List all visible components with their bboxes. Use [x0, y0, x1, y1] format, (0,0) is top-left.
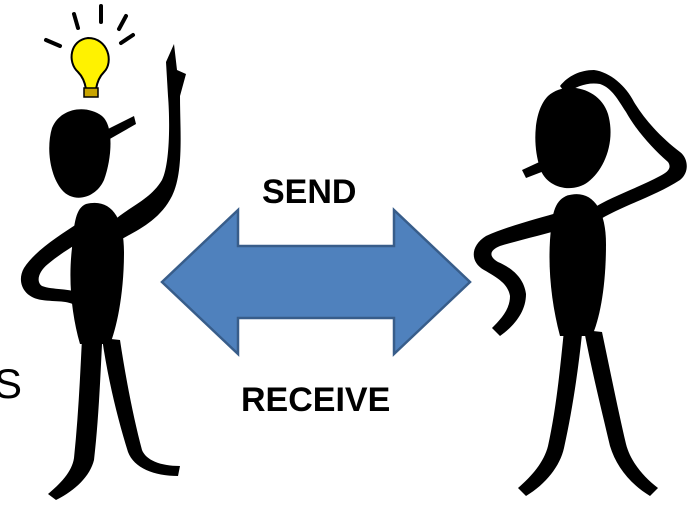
left-raised-arm: [112, 44, 186, 240]
right-leg-1: [518, 330, 582, 496]
left-cap-brim: [106, 116, 136, 140]
left-figure-icon: [21, 44, 186, 500]
left-head: [49, 109, 110, 197]
right-leg-2: [584, 330, 658, 496]
right-figure-icon: [474, 70, 687, 496]
cropped-edge-text: S: [0, 363, 22, 405]
bulb-glass: [72, 38, 109, 89]
right-head: [535, 88, 610, 188]
left-leg-2: [102, 338, 180, 476]
left-leg-1: [48, 338, 102, 500]
send-label: SEND: [262, 175, 356, 209]
lightbulb-icon: [46, 6, 133, 97]
receive-label: RECEIVE: [241, 383, 390, 417]
bulb-base: [84, 88, 98, 97]
double-headed-arrow-icon: [162, 210, 470, 354]
